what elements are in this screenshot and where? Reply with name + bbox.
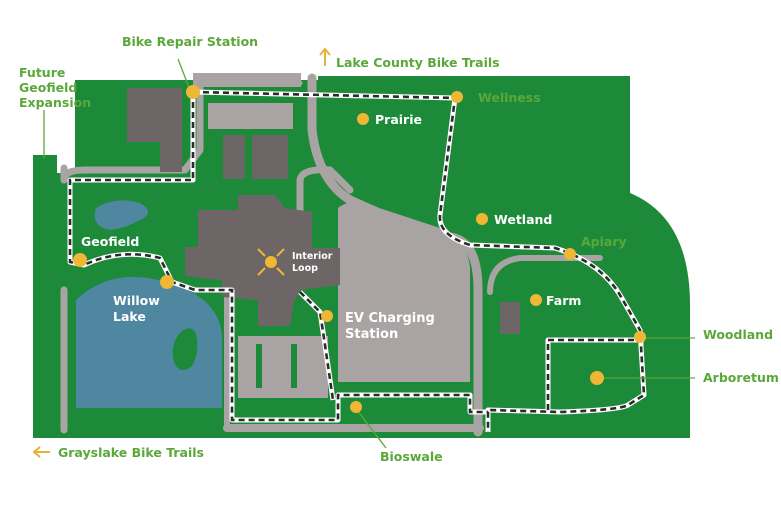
paved-areas <box>193 73 470 398</box>
label-woodland: Woodland <box>703 327 773 342</box>
building-main <box>185 195 340 326</box>
leader-lines <box>43 58 695 449</box>
marker-bike-repair[interactable] <box>186 85 200 99</box>
label-wellness: Wellness <box>478 90 541 105</box>
parking-island-1 <box>256 344 262 388</box>
label-willow-1: Willow <box>113 293 160 308</box>
building-farm <box>500 302 520 334</box>
arrow-up-icon <box>319 47 331 66</box>
markers <box>73 85 646 413</box>
marker-willow-lake[interactable] <box>160 275 174 289</box>
label-ev-1: EV Charging <box>345 311 435 326</box>
marker-bioswale[interactable] <box>350 401 362 413</box>
ev-parking-lot <box>338 202 470 382</box>
arrow-left-icon <box>32 446 50 458</box>
marker-geofield[interactable] <box>73 253 87 267</box>
green-left-strip <box>33 155 57 437</box>
geofield-pond <box>94 200 148 230</box>
label-apiary: Apiary <box>581 234 627 249</box>
top-parking-lot <box>208 103 293 129</box>
leader-bioswale <box>356 409 387 449</box>
label-lake-county: Lake County Bike Trails <box>336 55 500 70</box>
marker-apiary[interactable] <box>564 248 576 260</box>
building-north-1 <box>223 135 245 179</box>
label-farm: Farm <box>546 293 581 308</box>
willow-lake-island <box>172 328 198 371</box>
parking-island-2 <box>291 344 297 388</box>
marker-wetland[interactable] <box>476 213 488 225</box>
label-bioswale: Bioswale <box>380 449 443 464</box>
ray-nw <box>257 248 266 257</box>
label-ev-2: Station <box>345 327 398 342</box>
marker-arboretum[interactable] <box>590 371 604 385</box>
marker-interior-loop[interactable] <box>265 256 277 268</box>
label-wetland: Wetland <box>494 212 552 227</box>
road-ev-loop <box>296 166 354 226</box>
label-interior-2: Loop <box>292 263 318 274</box>
label-geofield: Geofield <box>81 234 139 249</box>
marker-prairie[interactable] <box>357 113 369 125</box>
arrow-left-head <box>32 446 41 458</box>
bike-path-dash-ev <box>299 291 335 401</box>
label-future-3: Expansion <box>19 95 91 110</box>
leader-bike-repair <box>177 58 191 91</box>
building-northwest-extension <box>160 130 182 172</box>
marker-farm[interactable] <box>530 294 542 306</box>
buildings <box>127 88 520 334</box>
bioswale-strip <box>348 402 444 410</box>
parking-stripes <box>256 344 297 388</box>
marker-wellness[interactable] <box>451 91 463 103</box>
willow-lake <box>76 276 222 408</box>
road-farm-loop <box>487 255 603 295</box>
arrow-up-head <box>319 47 331 56</box>
interior-loop-rays-icon <box>257 248 285 276</box>
label-interior-1: Interior <box>292 251 333 262</box>
ray-sw <box>257 267 266 276</box>
top-building-strip <box>193 73 301 87</box>
label-grayslake: Grayslake Bike Trails <box>58 445 204 460</box>
green-bottom-strip <box>33 430 690 438</box>
marker-ev-charging[interactable] <box>321 310 333 322</box>
bike-path-dash-outer <box>192 90 646 432</box>
water-features <box>76 200 222 408</box>
label-prairie: Prairie <box>375 112 422 127</box>
south-parking-lot <box>238 336 328 398</box>
ray-se <box>276 267 285 276</box>
ray-ne <box>276 248 285 257</box>
label-arboretum: Arboretum <box>703 370 779 385</box>
road-top-left <box>60 74 204 184</box>
label-future-2: Geofield <box>19 80 77 95</box>
building-north-2 <box>252 135 288 179</box>
bike-path-dashes <box>68 90 646 432</box>
label-future-1: Future <box>19 65 65 80</box>
label-bike-repair: Bike Repair Station <box>122 34 258 49</box>
marker-woodland[interactable] <box>634 331 646 343</box>
bike-path-dash-inner <box>546 338 644 410</box>
label-willow-2: Lake <box>113 309 146 324</box>
